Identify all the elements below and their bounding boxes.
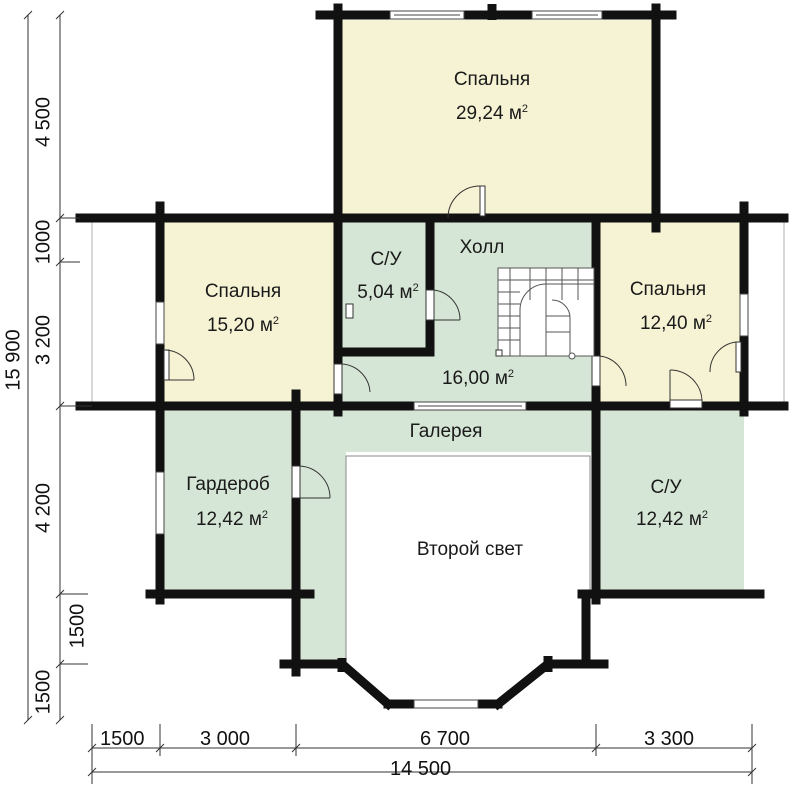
wardrobe-name: Гардероб	[186, 474, 270, 495]
second-light-fill	[342, 452, 596, 704]
bathroom-right-fill	[596, 406, 744, 594]
bedroom-top-area: 29,24 м2	[456, 103, 528, 125]
dim-h-2: 3 000	[200, 728, 251, 750]
bedroom-left-name: Спальня	[204, 281, 282, 302]
wardrobe-area: 12,42 м2	[196, 509, 268, 531]
terrace-right	[743, 221, 785, 403]
gallery-name: Галерея	[409, 421, 483, 442]
dimension-lines	[23, 10, 757, 784]
terrace-left	[91, 221, 161, 403]
bedroom-top-fill	[338, 20, 656, 218]
window-wardrobe	[155, 471, 165, 535]
dim-v-total: 15 900	[2, 329, 25, 391]
area-value: 29,24 м	[455, 103, 522, 125]
bedroom-left-fill	[160, 218, 338, 406]
dim-v-1: 4 500	[32, 96, 55, 148]
hall-name: Холл	[459, 237, 505, 258]
dim-v-3: 3 200	[32, 314, 55, 366]
area-value: 12,40 м	[639, 313, 706, 335]
dim-h-4: 3 300	[644, 728, 695, 750]
area-unit-power: 2	[701, 508, 709, 521]
dim-v-4: 4 200	[32, 482, 55, 534]
area-unit-power: 2	[261, 508, 269, 521]
hall-fill	[338, 218, 596, 406]
bedroom-right-area: 12,40 м2	[640, 313, 712, 335]
window-bay-bottom	[413, 699, 479, 709]
area-value: 15,20 м	[206, 315, 273, 337]
area-unit-power: 2	[521, 102, 529, 115]
bathroom-right-area: 12,42 м2	[636, 509, 708, 531]
windows	[155, 10, 749, 709]
second-light-edge	[345, 455, 591, 664]
area-value: 5,04 м	[357, 282, 413, 304]
fixtures	[345, 303, 503, 357]
bathroom-right-name: С/У	[650, 477, 682, 498]
door-wardrobe	[291, 465, 331, 499]
window-right-bedroom	[739, 293, 749, 337]
area-value: 16,00 м	[441, 368, 508, 390]
bathroom-small-area: 5,04 м2	[357, 282, 418, 304]
door-hall-left	[333, 363, 371, 395]
bedroom-top-name: Спальня	[453, 69, 531, 90]
second-light-name: Второй свет	[416, 539, 524, 560]
wall-stubs	[333, 4, 553, 672]
bathroom-small-name: С/У	[370, 249, 402, 270]
wardrobe-fill	[160, 406, 296, 594]
gallery-fill	[296, 406, 596, 664]
dim-h-total: 14 500	[390, 758, 452, 780]
area-value: 12,42 м	[635, 509, 702, 531]
hall-area: 16,00 м2	[442, 368, 514, 390]
area-unit-power: 2	[705, 312, 713, 325]
staircase	[497, 267, 595, 360]
dim-v-2: 1000	[32, 219, 55, 265]
door-bathroom-right	[669, 369, 703, 409]
door-terrace-right	[709, 341, 742, 373]
door-bedroom-left	[163, 349, 195, 381]
area-unit-power: 2	[507, 367, 515, 380]
room-fills	[91, 20, 785, 704]
doors	[163, 185, 742, 499]
door-bathroom-small	[425, 289, 461, 321]
area-value: 12,42 м	[195, 509, 262, 531]
door-bedroom-right	[591, 355, 627, 387]
dim-v-6: 1500	[32, 669, 55, 715]
bathroom-small-fill	[338, 218, 430, 352]
window-left-bedroom	[155, 301, 165, 345]
dim-h-3: 6 700	[420, 728, 471, 750]
dim-h-1: 1500	[100, 728, 145, 750]
bedroom-left-area: 15,20 м2	[207, 315, 279, 337]
bedroom-right-name: Спальня	[629, 279, 707, 300]
outlet-icon	[345, 303, 354, 319]
door-bedroom-top	[447, 185, 486, 219]
dim-v-5: 1500	[66, 603, 89, 649]
area-unit-power: 2	[272, 314, 280, 327]
outlet-icon	[495, 349, 503, 357]
area-unit-power: 2	[412, 281, 419, 294]
